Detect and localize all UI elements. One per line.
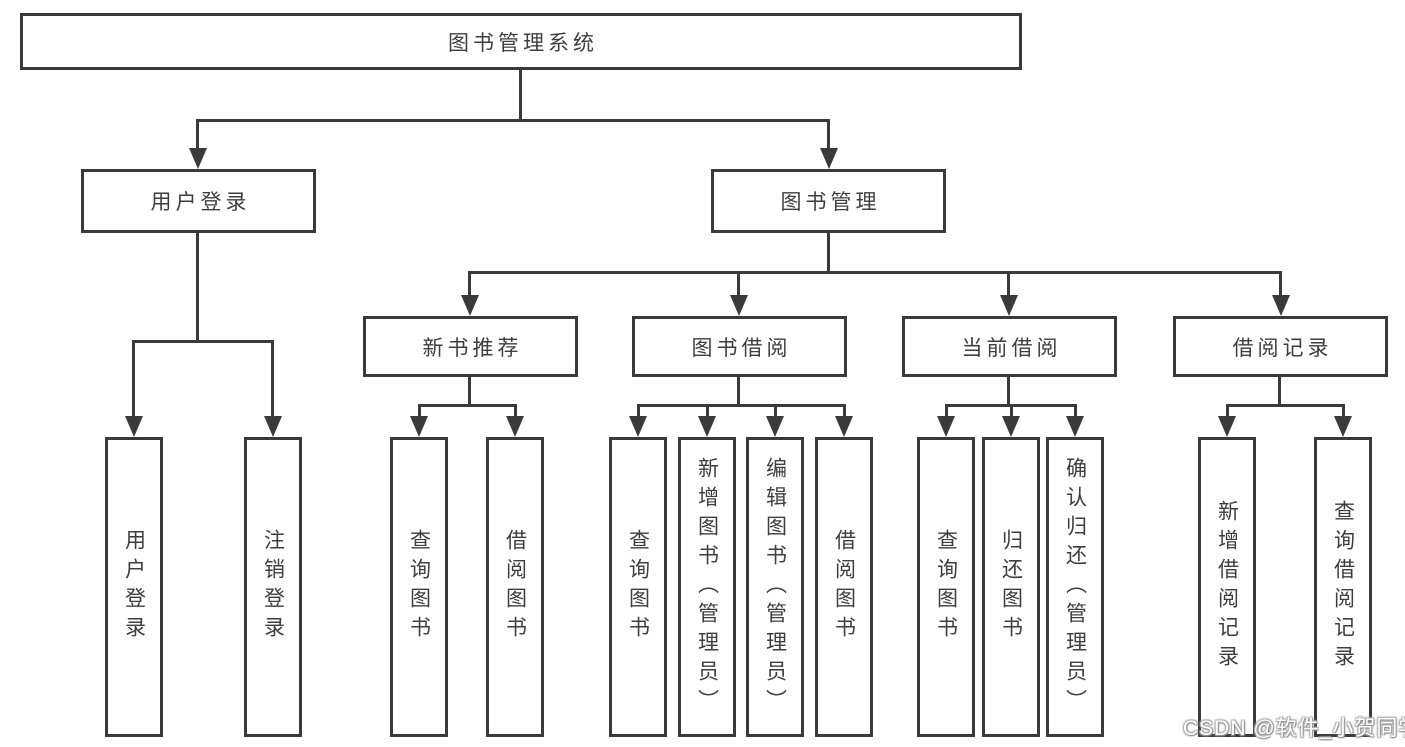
connector-line [132,340,135,418]
leaf-label: 借阅图书 [503,529,527,645]
leaf-label: 借阅图书 [832,529,856,645]
arrowhead-down-icon [264,416,282,437]
connector-line [468,271,471,297]
connector-line [737,271,740,297]
node-book-borrowing: 图书借阅 [632,316,847,377]
arrowhead-down-icon [1218,416,1236,437]
leaf-query-books-recommend: 查询图书 [390,437,448,737]
node-current-borrowing: 当前借阅 [902,316,1117,377]
connector-line [418,404,421,418]
node-library-management-system: 图书管理系统 [20,13,1022,70]
arrowhead-down-icon [1066,416,1084,437]
node-book-management: 图书管理 [711,169,946,233]
watermark: CSDN @软件_小贺同学 [1183,717,1405,740]
connector-line [827,233,830,273]
leaf-query-borrow-record: 查询借阅记录 [1314,437,1372,737]
connector-line [1278,377,1281,406]
connector-line [1342,404,1345,418]
connector-line [418,404,517,407]
arrowhead-down-icon [461,295,479,316]
connector-line [843,404,846,418]
node-new-book-recommendation: 新书推荐 [363,316,578,377]
arrowhead-down-icon [629,416,647,437]
connector-line [1074,404,1077,418]
connector-line [196,119,199,150]
arrowhead-down-icon [410,416,428,437]
arrowhead-down-icon [189,148,207,169]
arrowhead-down-icon [1272,295,1290,316]
leaf-label: 用户登录 [122,529,146,645]
node-borrowing-records: 借阅记录 [1173,316,1388,377]
connector-line [132,340,274,343]
leaf-label: 确认归还（管理员） [1063,456,1087,718]
connector-line [271,340,274,418]
connector-line [637,404,846,407]
connector-line [737,377,740,406]
leaf-label: 注销登录 [261,529,285,645]
node-user-login: 用户登录 [81,169,316,233]
connector-line [514,404,517,418]
arrowhead-down-icon [1002,416,1020,437]
leaf-query-books-borrowing: 查询图书 [609,437,667,737]
leaf-user-login: 用户登录 [105,437,163,737]
connector-line [945,404,948,418]
connector-line [1226,404,1345,407]
arrowhead-down-icon [698,416,716,437]
arrowhead-down-icon [835,416,853,437]
leaf-logout-login: 注销登录 [244,437,302,737]
leaf-label: 查询图书 [934,529,958,645]
arrowhead-down-icon [820,148,838,169]
arrowhead-down-icon [730,295,748,316]
connector-line [827,119,830,150]
leaf-borrow-books-recommend: 借阅图书 [486,437,544,737]
connector-line [519,70,522,120]
connector-line [1010,404,1013,418]
arrowhead-down-icon [937,416,955,437]
leaf-add-book-admin: 新增图书（管理员） [678,437,736,737]
arrowhead-down-icon [1334,416,1352,437]
leaf-label: 查询借阅记录 [1331,500,1355,674]
arrowhead-down-icon [1000,295,1018,316]
connector-line [468,377,471,406]
connector-line [196,233,199,343]
connector-line [196,119,830,122]
leaf-borrow-books-borrowing: 借阅图书 [815,437,873,737]
leaf-edit-book-admin: 编辑图书（管理员） [746,437,804,737]
leaf-label: 新增借阅记录 [1215,500,1239,674]
leaf-confirm-return-admin: 确认归还（管理员） [1046,437,1104,737]
connector-line [1007,377,1010,406]
leaf-add-borrow-record: 新增借阅记录 [1198,437,1256,737]
leaf-label: 查询图书 [626,529,650,645]
connector-line [1007,271,1010,297]
leaf-return-books: 归还图书 [982,437,1040,737]
connector-line [1279,271,1282,297]
connector-line [637,404,640,418]
connector-line [1226,404,1229,418]
leaf-label: 编辑图书（管理员） [763,456,787,718]
connector-line [774,404,777,418]
arrowhead-down-icon [766,416,784,437]
arrowhead-down-icon [506,416,524,437]
connector-line [468,271,1282,274]
leaf-label: 查询图书 [407,529,431,645]
leaf-label: 归还图书 [999,529,1023,645]
leaf-label: 新增图书（管理员） [695,456,719,718]
arrowhead-down-icon [125,416,143,437]
leaf-query-books-current: 查询图书 [917,437,975,737]
connector-line [706,404,709,418]
